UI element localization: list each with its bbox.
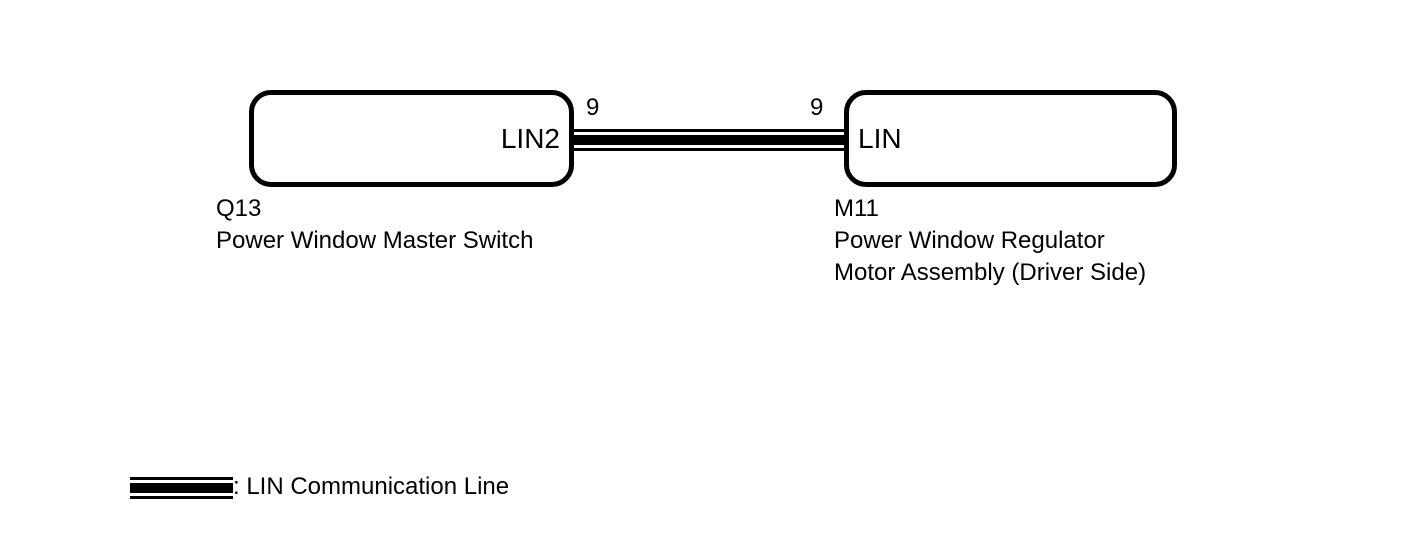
legend-label: : LIN Communication Line [233, 473, 510, 500]
component-name-m11-line1: Power Window Regulator [834, 227, 1105, 254]
component-code-m11: M11 [834, 195, 879, 222]
legend-lin-line-sample [130, 477, 233, 499]
lin-line-stripe-bottom [573, 148, 844, 151]
lin-line-stripe-top [573, 129, 844, 132]
component-box-q13: LIN2 [249, 90, 574, 187]
lin-communication-line [573, 129, 844, 151]
pin-number-q13-9: 9 [586, 94, 600, 121]
component-box-m11: LIN [844, 90, 1177, 187]
lin-line-stripe-middle [573, 135, 844, 145]
component-caption-m11: M11 Power Window Regulator Motor Assembl… [834, 193, 1146, 289]
component-code-q13: Q13 [216, 195, 262, 222]
component-name-m11-line2: Motor Assembly (Driver Side) [834, 259, 1147, 286]
pin-name-lin2: LIN2 [500, 122, 560, 154]
pin-name-lin: LIN [858, 122, 902, 154]
component-caption-q13: Q13 Power Window Master Switch [216, 193, 533, 257]
component-name-q13: Power Window Master Switch [216, 227, 534, 254]
pin-number-m11-9: 9 [810, 94, 824, 121]
